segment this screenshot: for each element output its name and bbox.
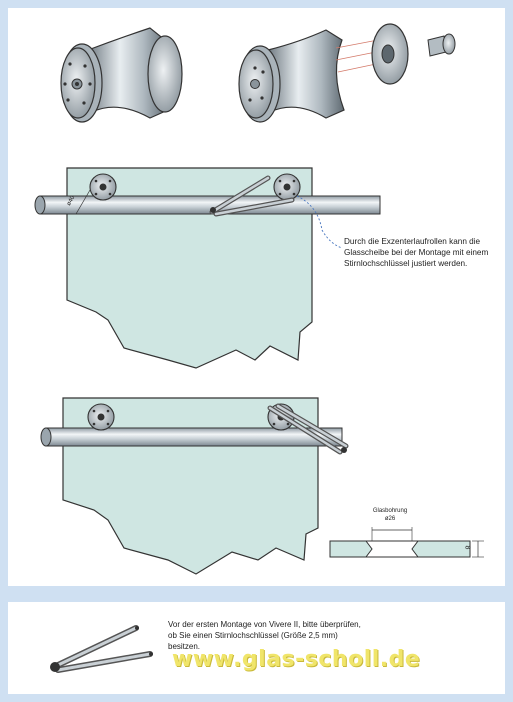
wrench-check-note: Vor der ersten Montage von Vivere II, bi… xyxy=(168,620,361,651)
roller-disc-right-upper xyxy=(273,173,301,201)
roller-exploded xyxy=(238,23,456,123)
rail-upper xyxy=(34,195,381,215)
glass-hole-section xyxy=(329,527,484,558)
wrench-lower xyxy=(267,403,349,455)
diameter-leader xyxy=(75,189,91,215)
glass-hole-value: ø26 xyxy=(384,516,396,522)
eccentric-roller-note: Durch die Exzenterlaufrollen kann die Gl… xyxy=(344,237,489,269)
face-wrench-icon xyxy=(50,625,153,673)
roller-disc-left-upper xyxy=(89,173,117,201)
glass-pane-upper xyxy=(66,167,313,369)
watermark: www.glas-scholl.de xyxy=(172,647,421,672)
glass-thickness-label: 8 xyxy=(463,545,471,550)
roller-disc-left-lower xyxy=(87,403,115,431)
roller-assembled xyxy=(60,27,183,123)
leader-line xyxy=(296,195,343,249)
rail-lower xyxy=(40,427,343,447)
wrench-upper xyxy=(209,175,295,217)
glass-hole-label: Glasbohrung xyxy=(372,508,408,514)
